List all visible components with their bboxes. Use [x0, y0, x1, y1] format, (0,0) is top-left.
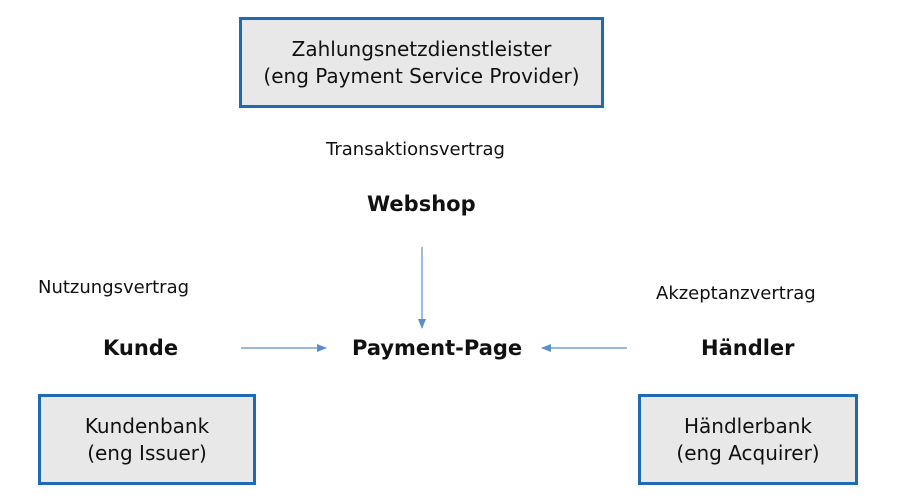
haendlerbank-label: Händlerbank	[684, 413, 812, 438]
kundenbank-box: Kundenbank (eng Issuer)	[38, 394, 256, 485]
transaktionsvertrag-label: Transaktionsvertrag	[326, 139, 505, 160]
payment-page-label: Payment-Page	[352, 336, 523, 360]
provider-label: Zahlungsnetzdienstleister	[291, 36, 552, 61]
payment-service-provider-box: Zahlungsnetzdienstleister (eng Payment S…	[239, 17, 604, 108]
haendlerbank-box: Händlerbank (eng Acquirer)	[638, 394, 858, 485]
haendler-label: Händler	[701, 336, 795, 360]
akzeptanzvertrag-label: Akzeptanzvertrag	[656, 283, 816, 304]
kundenbank-label-english: (eng Issuer)	[87, 440, 207, 465]
kundenbank-label: Kundenbank	[84, 413, 210, 438]
haendlerbank-label-english: (eng Acquirer)	[676, 440, 820, 465]
kunde-label: Kunde	[103, 336, 179, 360]
nutzungsvertrag-label: Nutzungsvertrag	[38, 277, 190, 298]
webshop-label: Webshop	[367, 192, 476, 216]
provider-label-english: (eng Payment Service Provider)	[263, 63, 580, 88]
